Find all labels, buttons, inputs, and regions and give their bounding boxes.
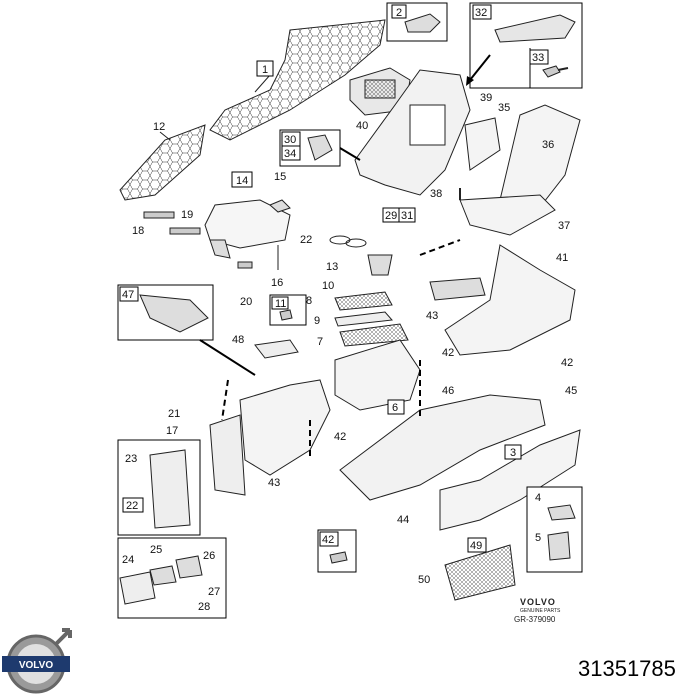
label-43-left: 43: [268, 477, 280, 489]
label-34: 34: [284, 148, 296, 160]
label-22-box: 22: [126, 500, 138, 512]
label-12: 12: [153, 121, 165, 133]
panel-part-39: 39: [464, 92, 501, 171]
volvo-logo: VOLVO: [2, 628, 72, 694]
storage-tray-part-47: 47: [117, 284, 214, 341]
screw-part-42: 42: [317, 529, 357, 573]
label-45: 45: [565, 385, 577, 397]
part-number: 31351785: [578, 656, 676, 681]
label-1: 1: [262, 64, 268, 76]
label-6: 6: [392, 402, 398, 414]
label-15: 15: [274, 171, 286, 183]
label-39: 39: [480, 92, 492, 104]
trim-part-22-23: 23 22: [117, 439, 201, 536]
label-30: 30: [284, 134, 296, 146]
bracket-part-32-33: 32 33: [469, 2, 583, 89]
switch-panel-part-24-28: 24 25 26 27 28: [117, 537, 227, 619]
label-22: 22: [300, 234, 312, 246]
callout-box-1: [256, 60, 274, 77]
label-9: 9: [314, 315, 320, 327]
brand-subtext: GENUINE PARTS: [520, 608, 561, 614]
label-46: 46: [442, 385, 454, 397]
console-center-body: 6: [334, 339, 421, 415]
label-28: 28: [198, 601, 210, 613]
label-32: 32: [475, 7, 487, 19]
mesh-panel-part-49-50: 49 50: [418, 537, 516, 601]
label-4: 4: [535, 492, 541, 504]
side-mat-part: 12: [119, 121, 206, 201]
side-trim-part-3: 3: [439, 429, 581, 531]
leader-lines: [221, 239, 461, 460]
console-side-panel: 43: [239, 379, 331, 489]
label-7: 7: [317, 336, 323, 348]
console-inserts: 10 8 9 7: [306, 280, 409, 348]
label-43-right: 43: [426, 310, 438, 322]
label-23: 23: [125, 453, 137, 465]
label-24: 24: [122, 554, 134, 566]
label-3: 3: [510, 447, 516, 459]
label-17: 17: [166, 425, 178, 437]
label-19: 19: [181, 209, 193, 221]
label-44: 44: [397, 514, 409, 526]
clip-part-2: 2: [386, 2, 448, 42]
bolts-38-37: 38 37: [430, 188, 570, 236]
label-8: 8: [306, 295, 312, 307]
base-tray-part-44: 44: [339, 394, 546, 526]
label-29: 29: [385, 210, 397, 222]
label-38: 38: [430, 188, 442, 200]
hinge-pins-18-19: 19 18 20: [132, 209, 253, 308]
label-31: 31: [401, 210, 413, 222]
center-stack-frame: 29 31: [354, 69, 471, 223]
cup-holder-13-22: 22 13: [300, 234, 393, 276]
logo-text: VOLVO: [19, 660, 53, 671]
label-5: 5: [535, 532, 541, 544]
label-40: 40: [356, 120, 368, 132]
label-36: 36: [542, 139, 554, 151]
label-33: 33: [532, 52, 544, 64]
brand-text: VOLVO: [520, 597, 556, 607]
label-37: 37: [558, 220, 570, 232]
drawing-reference: GR-379090: [514, 615, 556, 624]
label-42-c: 42: [561, 357, 573, 369]
console-bracket-17: 17 21: [166, 408, 246, 496]
label-10: 10: [322, 280, 334, 292]
label-25: 25: [150, 544, 162, 556]
label-27: 27: [208, 586, 220, 598]
label-11: 11: [275, 298, 286, 310]
tray-part-48: 48: [232, 334, 299, 359]
label-42-box: 42: [322, 534, 334, 546]
label-41: 41: [556, 252, 568, 264]
label-21: 21: [168, 408, 180, 420]
vent-part-40: 40: [349, 67, 411, 132]
label-48: 48: [232, 334, 244, 346]
label-13: 13: [326, 261, 338, 273]
rear-panel-part-41: 41 43: [426, 244, 576, 356]
label-16: 16: [271, 277, 283, 289]
armrest-part-14: 14 15 16: [204, 171, 291, 289]
label-49: 49: [470, 540, 482, 552]
label-18: 18: [132, 225, 144, 237]
label-50: 50: [418, 574, 430, 586]
label-26: 26: [203, 550, 215, 562]
label-42-a: 42: [334, 431, 346, 443]
label-35: 35: [498, 102, 510, 114]
bracket-part-30-34: 30 34: [279, 129, 341, 167]
brand-reference-block: VOLVO GENUINE PARTS GR-379090: [514, 597, 561, 624]
label-47: 47: [122, 289, 134, 301]
label-14: 14: [236, 175, 248, 187]
clips-part-4-5: 4 5: [526, 486, 583, 573]
label-42-b: 42: [442, 347, 454, 359]
label-20: 20: [240, 296, 252, 308]
screw-part-11: 11: [269, 294, 307, 326]
label-2: 2: [396, 7, 402, 19]
insulation-mat-part: 1: [209, 19, 386, 141]
